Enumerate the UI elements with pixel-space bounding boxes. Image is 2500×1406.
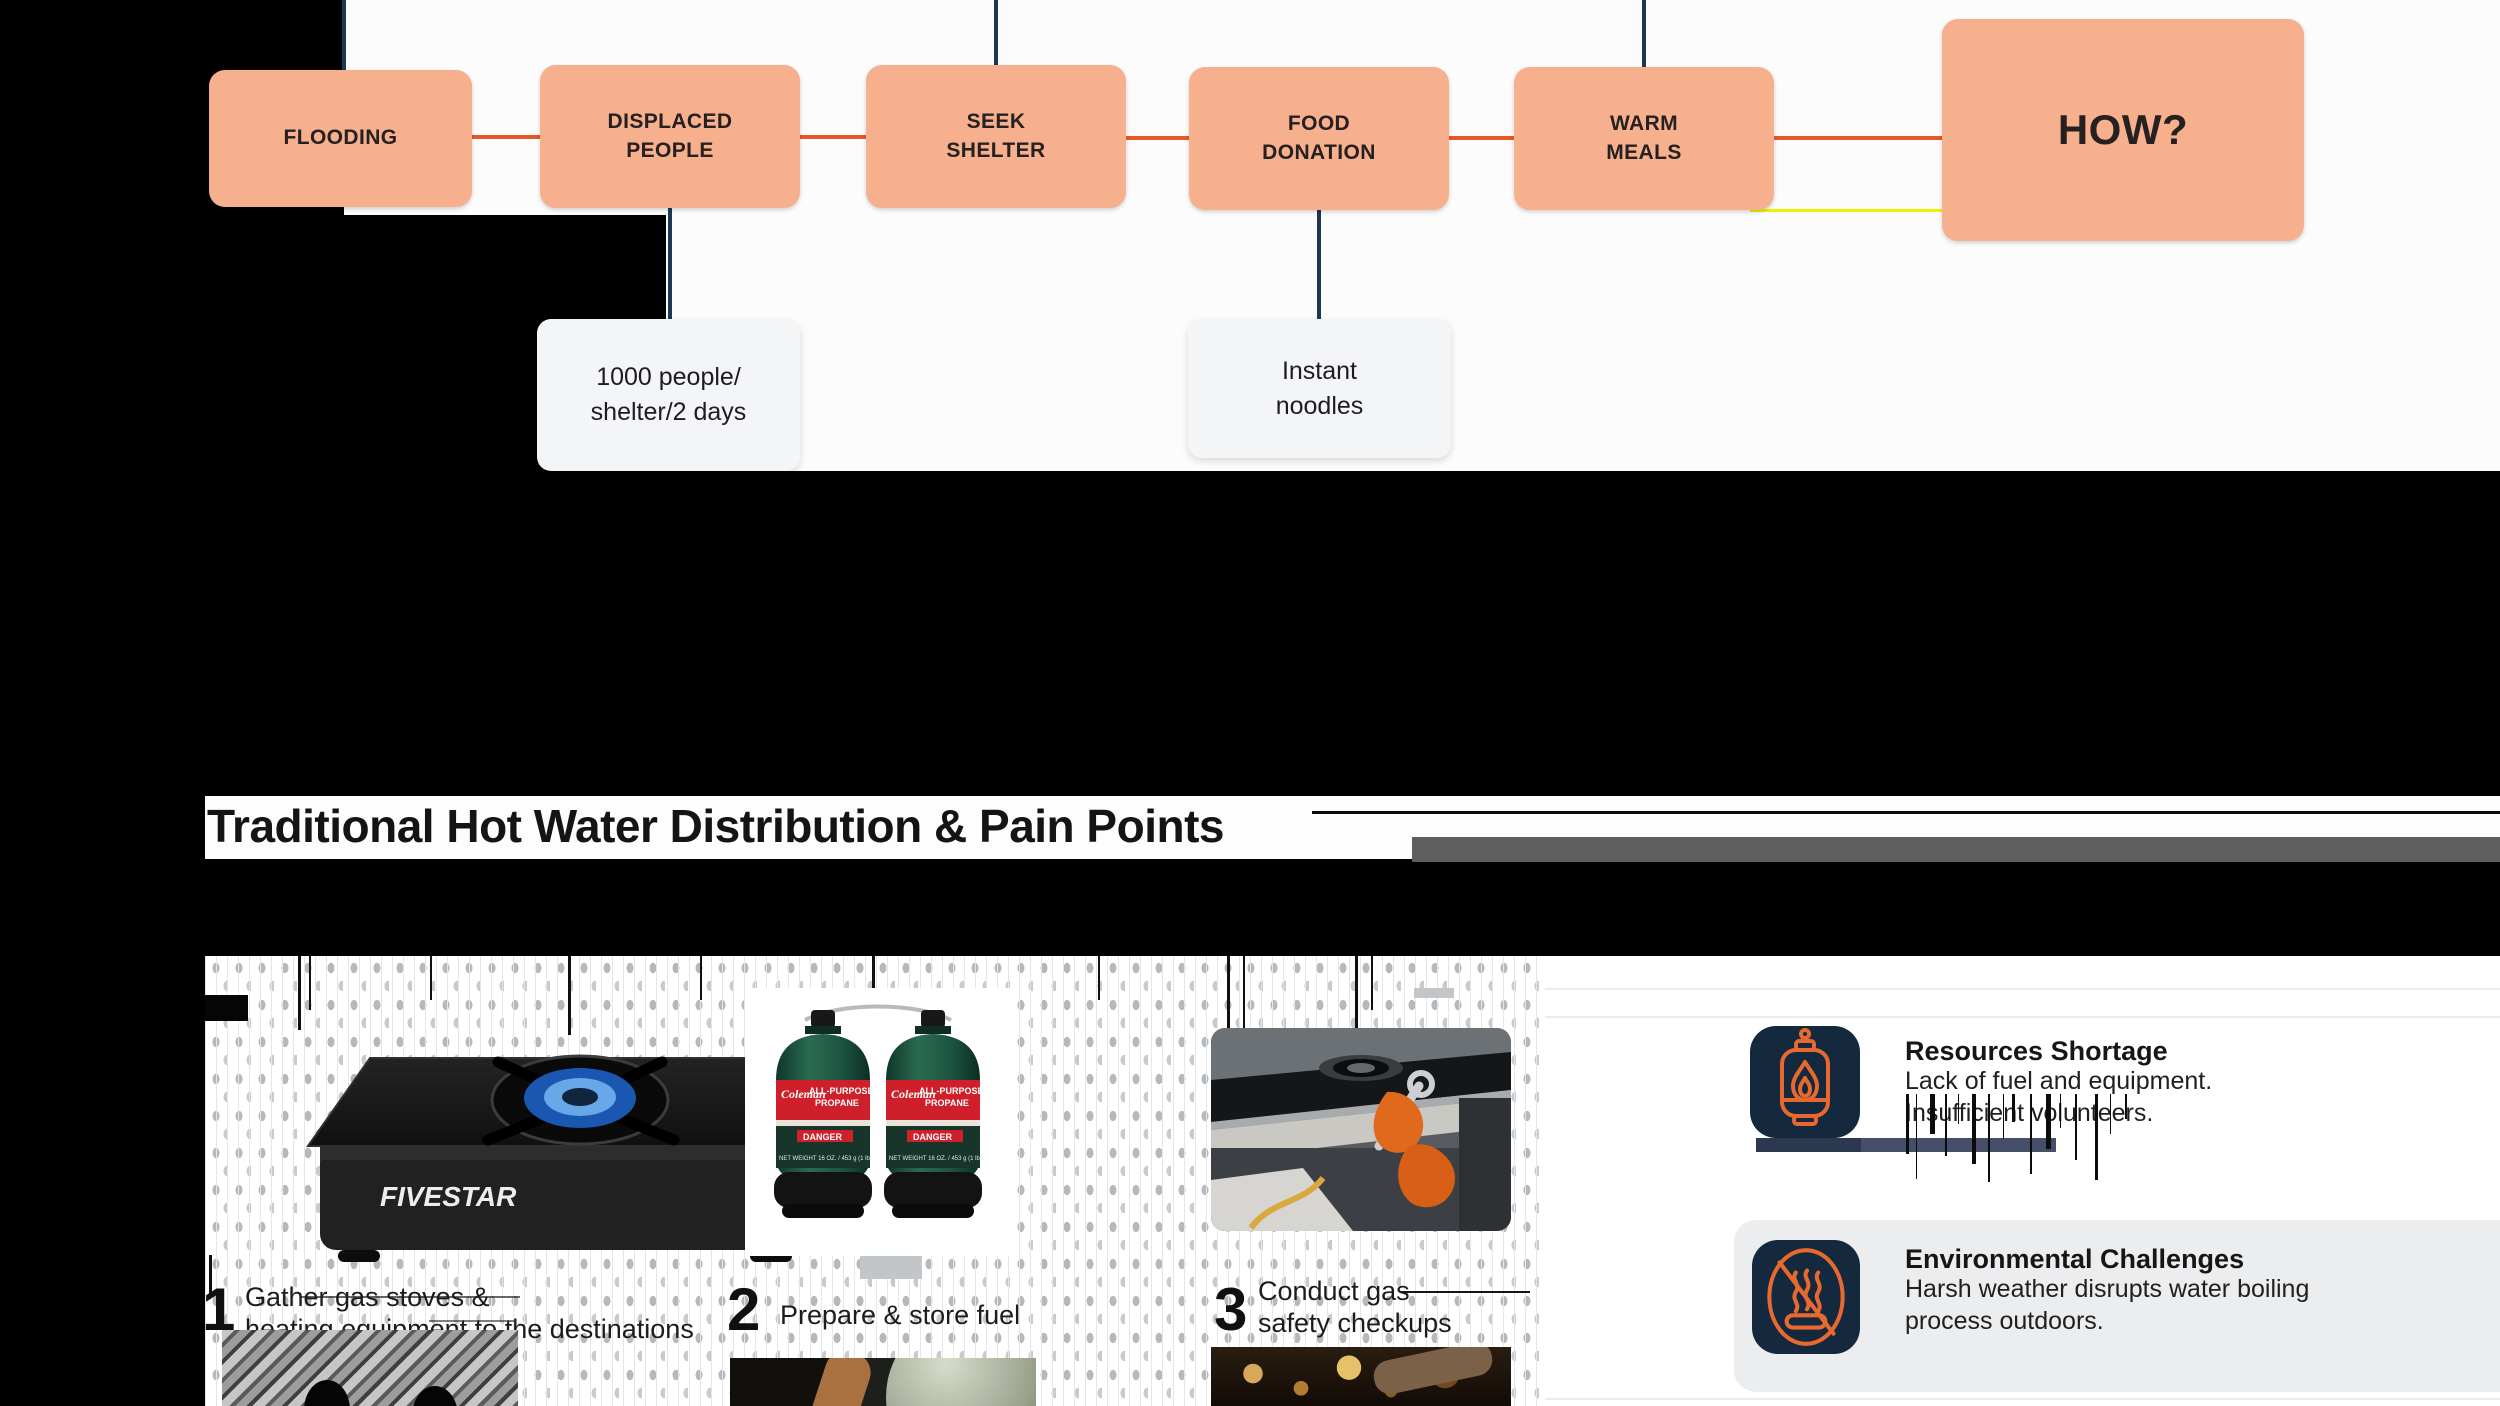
scan-artifact-line [1545, 1016, 2500, 1018]
svg-text:Coleman: Coleman [781, 1087, 826, 1101]
svg-text:NET WEIGHT 16 OZ. / 453 g (1 l: NET WEIGHT 16 OZ. / 453 g (1 lb) [889, 1156, 982, 1162]
heading-gray-bar [1412, 837, 2500, 862]
flowchart-node-seek-shelter: SEEK SHELTER [866, 65, 1126, 208]
pot-lid-shape [886, 1358, 1036, 1406]
gas-hose [1248, 1176, 1326, 1230]
svg-text:NET WEIGHT 16 OZ. / 453 g (1 l: NET WEIGHT 16 OZ. / 453 g (1 lb) [779, 1156, 872, 1162]
connector-down-displaced [668, 208, 672, 321]
section-title: Traditional Hot Water Distribution & Pai… [207, 800, 1225, 852]
cylinder-right: Coleman ALL-PURPOSE PROPANE DANGER NET W… [884, 1010, 984, 1218]
boot-shape [304, 1380, 350, 1406]
connector-up-seek-shelter [994, 0, 998, 67]
pain-point-title-1: Resources Shortage [1905, 1036, 2168, 1066]
gas-safety-check-image [1211, 1028, 1511, 1231]
striped-tarp-image [222, 1330, 518, 1406]
node-label: SEEK SHELTER [946, 110, 1046, 162]
flowchart-subnode-instant-noodles: Instant noodles [1188, 319, 1451, 458]
connector-food-warm [1449, 136, 1514, 140]
node-label: FLOODING [283, 126, 398, 150]
boot-shape [412, 1386, 458, 1406]
propane-cylinders-image: Coleman ALL-PURPOSE PROPANE DANGER NET W… [745, 988, 1011, 1256]
step-number-3: 3 [1214, 1276, 1248, 1343]
cylinder-left: Coleman ALL-PURPOSE PROPANE DANGER NET W… [774, 1010, 874, 1218]
flowchart-background-lower [666, 215, 2500, 471]
glove-lower [1398, 1144, 1455, 1208]
connector-displaced-seek [800, 135, 866, 139]
heading-rule-line [1312, 811, 2500, 814]
node-label: FOOD DONATION [1262, 112, 1376, 164]
step-caption-2: Prepare & store fuel [780, 1300, 1021, 1330]
pain-point-description-2: Harsh weather disrupts water boiling pro… [1905, 1275, 2310, 1335]
step-caption-1: Gather gas stoves & heating equipment to… [245, 1282, 694, 1344]
connector-flooding-displaced [472, 135, 540, 139]
environmental-challenges-icon-tile [1752, 1240, 1860, 1354]
resources-shortage-icon-tile [1750, 1026, 1860, 1138]
connector-up-warm-meals [1642, 0, 1646, 69]
hand-shape [1370, 1347, 1496, 1398]
step-number-2: 2 [727, 1276, 761, 1343]
flowchart-node-how: HOW? [1942, 19, 2304, 241]
svg-text:Coleman: Coleman [891, 1087, 936, 1101]
svg-text:PROPANE: PROPANE [815, 1098, 859, 1108]
outdoor-fire-image [1211, 1347, 1511, 1406]
svg-text:DANGER: DANGER [803, 1132, 843, 1142]
svg-text:ALL-PURPOSE: ALL-PURPOSE [809, 1086, 874, 1096]
node-label: HOW? [2057, 105, 2189, 153]
connector-warm-how [1774, 136, 1942, 140]
scan-artifact-yellow-line [1750, 209, 1942, 212]
svg-text:PROPANE: PROPANE [925, 1098, 969, 1108]
no-outdoor-heating-icon [1767, 1248, 1845, 1346]
connector-seek-food [1126, 136, 1189, 140]
step-number-1: 1 [202, 1276, 236, 1343]
connector-up-flooding [342, 0, 346, 72]
node-label: DISPLACED PEOPLE [607, 110, 733, 162]
svg-text:DANGER: DANGER [913, 1132, 953, 1142]
flowchart-node-food-donation: FOOD DONATION [1189, 67, 1449, 210]
node-label: WARM MEALS [1606, 112, 1682, 164]
propane-tank-icon [1780, 1028, 1830, 1126]
glove-upper [1373, 1091, 1424, 1153]
connector-down-food-donation [1317, 210, 1321, 321]
subnode-label: Instant noodles [1275, 356, 1364, 420]
subnode-label: 1000 people/ shelter/2 days [590, 363, 747, 426]
flowchart-node-warm-meals: WARM MEALS [1514, 67, 1774, 210]
pain-point-title-2: Environmental Challenges [1905, 1244, 2245, 1274]
environmental-challenges-card [1734, 1220, 2500, 1392]
gas-stove-image: FIVESTAR [250, 1000, 910, 1280]
svg-text:ALL-PURPOSE: ALL-PURPOSE [919, 1086, 984, 1096]
pain-point-description-1: Lack of fuel and equipment. Insufficient… [1905, 1067, 2213, 1127]
scan-artifact-barcode [1902, 1094, 2142, 1182]
flowchart-node-flooding: FLOODING [209, 70, 472, 207]
cooking-pot-image [730, 1358, 1036, 1406]
flowchart-node-displaced-people: DISPLACED PEOPLE [540, 65, 800, 208]
step-caption-3: Conduct gas safety checkups [1258, 1276, 1452, 1338]
scan-artifact-line [1545, 1398, 2500, 1400]
stove-brand-text: FIVESTAR [380, 1181, 517, 1212]
scan-artifact-line [1545, 988, 2500, 990]
flowchart-subnode-shelter-capacity: 1000 people/ shelter/2 days [537, 319, 800, 471]
